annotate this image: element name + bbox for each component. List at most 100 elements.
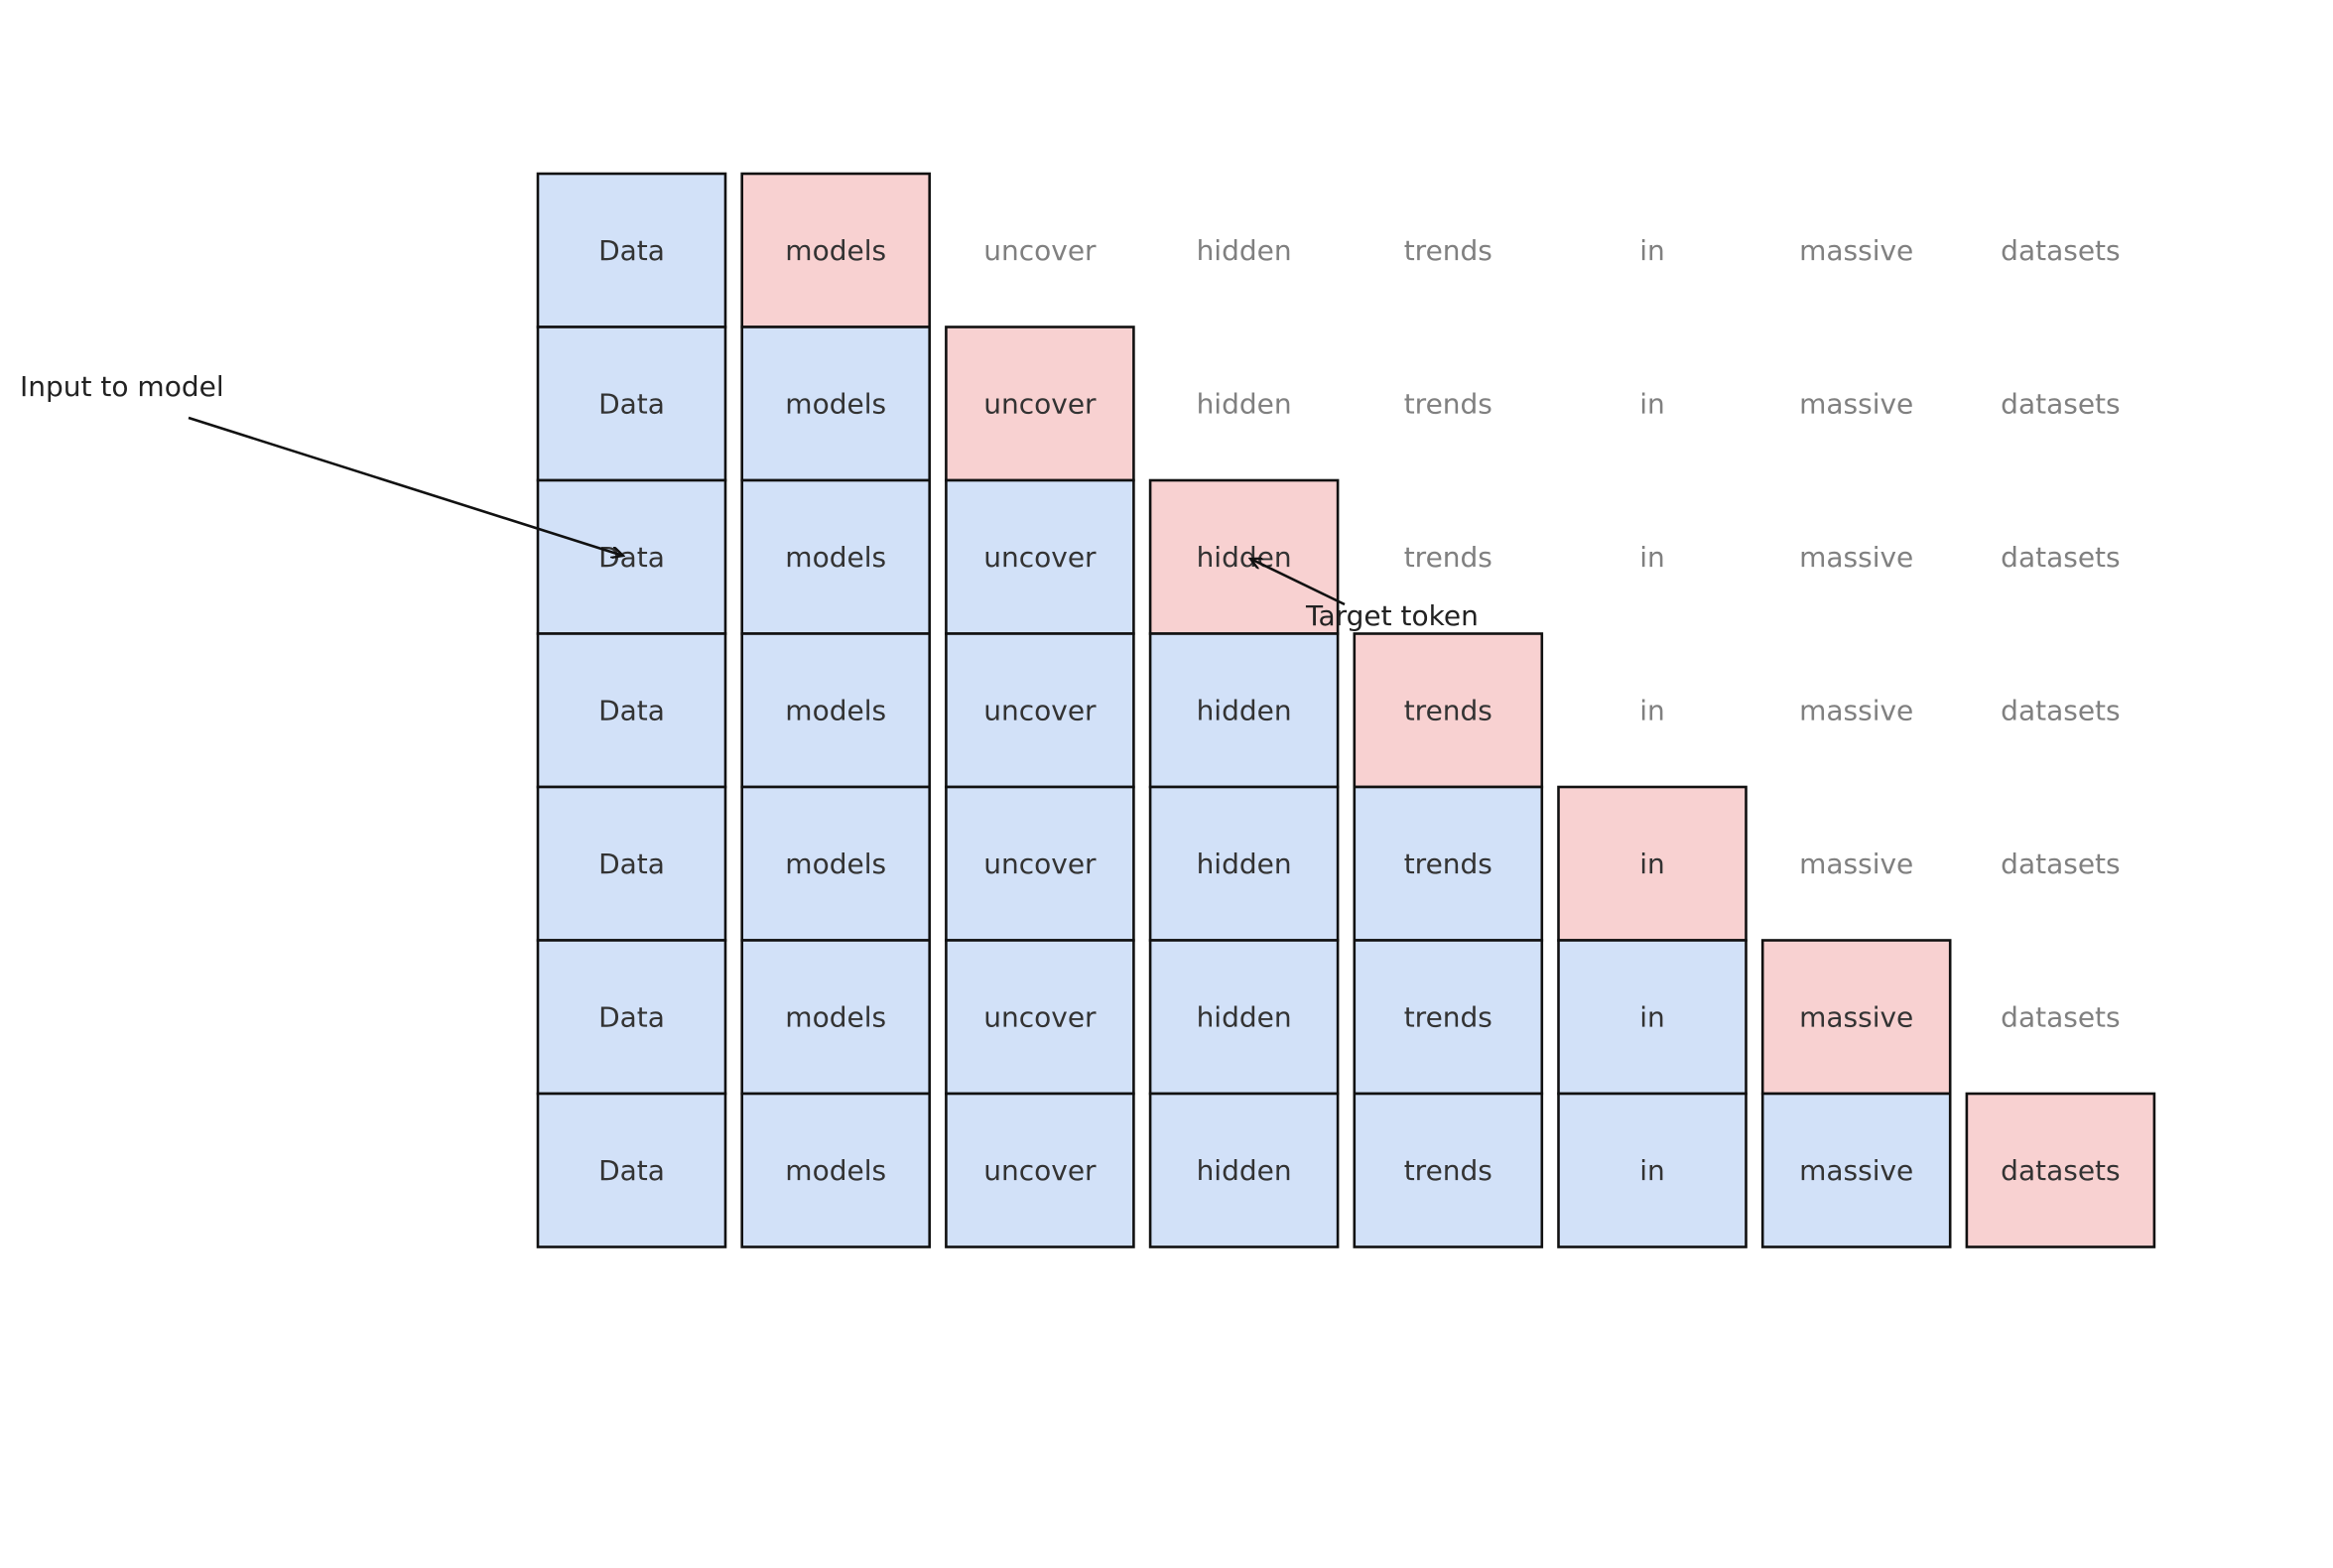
input-token-label: uncover	[983, 848, 1097, 880]
target-token-label: trends	[1404, 694, 1492, 726]
input-arrow	[188, 416, 623, 556]
input-token-cell	[740, 478, 932, 635]
input-token-cell	[740, 785, 932, 942]
input-token-label: trends	[1404, 1000, 1492, 1033]
future-token-label: in	[1639, 694, 1665, 726]
input-token-label: uncover	[983, 1000, 1097, 1033]
input-token-cell	[1353, 939, 1544, 1096]
target-token-label: uncover	[983, 387, 1097, 420]
future-token-label: trends	[1404, 387, 1492, 420]
input-token-label: in	[1639, 1154, 1665, 1187]
input-token-cell	[536, 632, 727, 789]
input-token-cell	[740, 632, 932, 789]
input-token-cell	[1760, 1092, 1952, 1248]
input-token-label: Data	[598, 541, 665, 574]
token-row-2: Data models uncover hidden trends in massive da…	[536, 326, 2121, 482]
future-token-label: massive	[1799, 541, 1913, 574]
input-token-label: models	[785, 387, 886, 420]
input-token-label: models	[785, 848, 886, 880]
input-token-label: hidden	[1197, 1154, 1292, 1187]
target-token-label: models	[785, 234, 886, 267]
input-token-label: Data	[598, 1154, 665, 1187]
input-token-cell	[536, 172, 727, 328]
input-token-cell	[740, 326, 932, 482]
input-token-cell	[945, 1092, 1135, 1248]
input-token-label: uncover	[983, 694, 1097, 726]
input-token-label: in	[1639, 1000, 1665, 1033]
input-token-label: models	[785, 1154, 886, 1187]
future-token-label: in	[1639, 387, 1665, 420]
token-grid: Data models uncover hidden trends in massive da…	[536, 172, 2156, 1248]
input-token-label: hidden	[1197, 848, 1292, 880]
input-token-label: Data	[598, 1000, 665, 1033]
input-token-cell	[945, 478, 1135, 635]
target-token-label: Target token	[1305, 599, 1479, 632]
input-token-label: models	[785, 541, 886, 574]
target-token-label: in	[1639, 848, 1665, 880]
token-row-1: Data models uncover hidden trends in massive da…	[536, 172, 2121, 328]
target-token-cell	[1353, 632, 1544, 789]
target-token-cell	[740, 172, 932, 328]
input-token-cell	[1148, 1092, 1340, 1248]
annotation-layer: Input to model Target token	[20, 370, 1479, 632]
target-token-cell	[1965, 1092, 2156, 1248]
input-token-label: models	[785, 1000, 886, 1033]
input-token-cell	[536, 785, 727, 942]
input-token-cell	[945, 632, 1135, 789]
input-token-cell	[945, 785, 1135, 942]
input-token-label: trends	[1404, 848, 1492, 880]
input-token-label: massive	[1799, 1154, 1913, 1187]
token-row-5: Data models uncover hidden trends in massive da…	[536, 785, 2121, 942]
input-token-label: Data	[598, 694, 665, 726]
future-token-label: hidden	[1197, 234, 1292, 267]
input-token-label: Data	[598, 848, 665, 880]
input-token-cell	[536, 939, 727, 1096]
input-token-cell	[740, 1092, 932, 1248]
input-token-cell	[1353, 785, 1544, 942]
input-token-cell	[1148, 939, 1340, 1096]
input-token-label: trends	[1404, 1154, 1492, 1187]
future-token-label: hidden	[1197, 387, 1292, 420]
target-token-cell	[1148, 478, 1340, 635]
future-token-label: massive	[1799, 387, 1913, 420]
target-token-label: datasets	[2001, 1154, 2120, 1187]
input-token-cell	[536, 1092, 727, 1248]
future-token-label: datasets	[2001, 541, 2120, 574]
future-token-label: datasets	[2001, 387, 2120, 420]
input-token-label: Data	[598, 387, 665, 420]
input-token-label: Data	[598, 234, 665, 267]
input-token-cell	[1557, 1092, 1748, 1248]
future-token-label: massive	[1799, 234, 1913, 267]
token-row-7: Data models uncover hidden trends in massive da…	[536, 1092, 2156, 1248]
target-token-label: massive	[1799, 1000, 1913, 1033]
future-token-label: in	[1639, 541, 1665, 574]
input-token-cell	[1353, 1092, 1544, 1248]
input-token-label: uncover	[983, 1154, 1097, 1187]
input-token-label: hidden	[1197, 1000, 1292, 1033]
future-token-label: massive	[1799, 694, 1913, 726]
input-token-cell	[536, 478, 727, 635]
input-token-label: uncover	[983, 541, 1097, 574]
target-arrow	[1250, 559, 1346, 606]
input-to-model-label: Input to model	[20, 370, 224, 403]
input-token-cell	[1148, 785, 1340, 942]
input-token-label: hidden	[1197, 694, 1292, 726]
future-token-label: massive	[1799, 848, 1913, 880]
future-token-label: trends	[1404, 234, 1492, 267]
input-token-cell	[1557, 939, 1748, 1096]
input-token-cell	[1148, 632, 1340, 789]
future-token-label: datasets	[2001, 694, 2120, 726]
target-token-label: hidden	[1197, 541, 1292, 574]
future-token-label: datasets	[2001, 848, 2120, 880]
token-row-3: Data models uncover hidden trends in massive da…	[536, 478, 2121, 635]
input-token-cell	[536, 326, 727, 482]
target-token-cell	[1557, 785, 1748, 942]
future-token-label: datasets	[2001, 234, 2120, 267]
future-token-label: uncover	[983, 234, 1097, 267]
future-token-label: trends	[1404, 541, 1492, 574]
future-token-label: in	[1639, 234, 1665, 267]
